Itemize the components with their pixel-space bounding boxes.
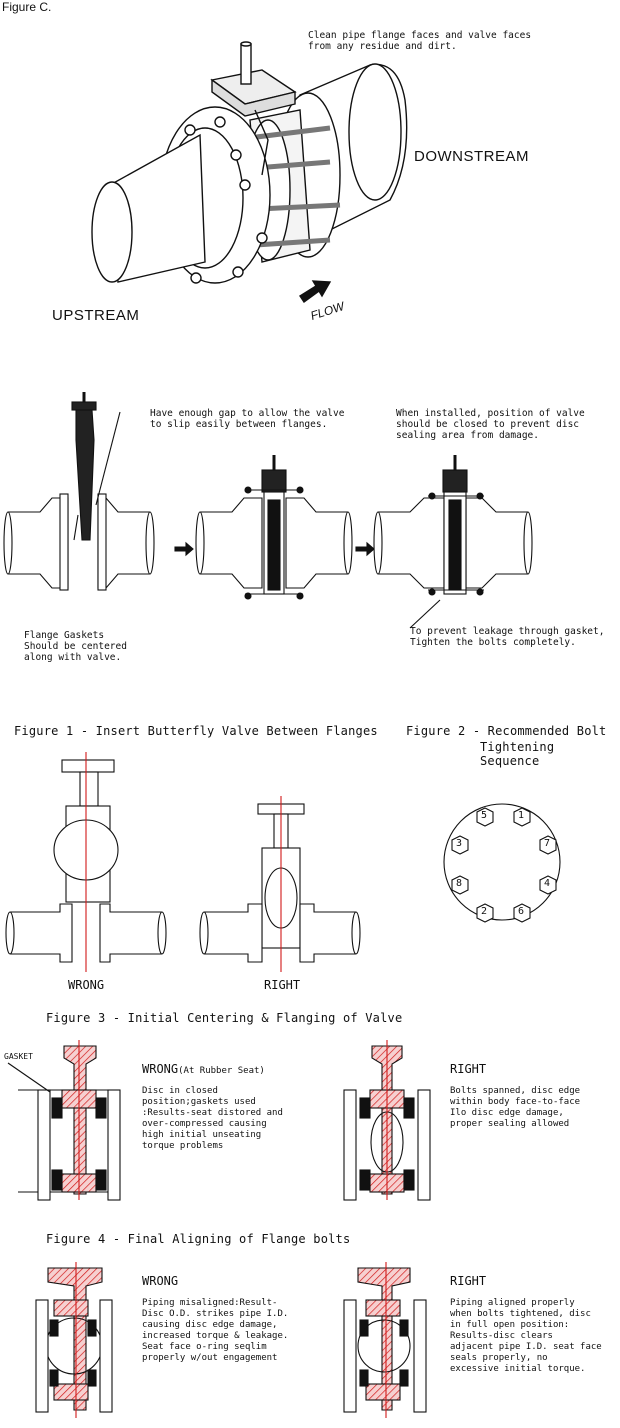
gasket-center-note: Flange Gaskets Should be centered along …: [24, 630, 127, 663]
figure4-wrong-note: Piping misaligned:Result- Disc O.D. stri…: [142, 1298, 289, 1363]
figure4-wrong-title: WRONG: [142, 1274, 179, 1288]
figure1-wrong: [5, 752, 167, 972]
figure4-right-title: RIGHT: [450, 1274, 487, 1288]
upstream-label: UPSTREAM: [52, 307, 140, 324]
figure4-caption: Figure 4 - Final Aligning of Flange bolt…: [46, 1232, 351, 1246]
bolt-number: 8: [456, 878, 463, 889]
installation-sequence: [3, 392, 533, 629]
figure4-drawings: [35, 1262, 427, 1418]
bolt-hex: [476, 807, 494, 827]
figure1-drawings: [5, 752, 361, 972]
bolt-hex: [476, 903, 494, 923]
figure3-wrong-title-text: WRONG: [142, 1062, 179, 1076]
figure2-caption-line1: Figure 2 - Recommended Bolt: [406, 724, 607, 738]
install-step-3: [373, 455, 533, 629]
figure1-wrong-label: WRONG: [68, 978, 105, 992]
figure3-right: [343, 1040, 431, 1201]
bolt-hex: [513, 807, 531, 827]
bolt-hex: [451, 835, 469, 855]
gap-note: Have enough gap to allow the valve to sl…: [150, 408, 345, 430]
figure2-caption-line2: Tightening Sequence: [480, 740, 555, 768]
bolt-hex: [539, 835, 557, 855]
figure4-right-note: Piping aligned properly when bolts tight…: [450, 1298, 602, 1374]
figure4-wrong: [35, 1262, 113, 1418]
figure4-right: [343, 1262, 427, 1418]
figure1-right-label: RIGHT: [264, 978, 301, 992]
figure3-caption: Figure 3 - Initial Centering & Flanging …: [46, 1011, 403, 1025]
gasket-label: GASKET: [4, 1052, 33, 1061]
bolt-number: 3: [456, 838, 463, 849]
figure-label: Figure C.: [2, 0, 52, 14]
tighten-bolts-note: To prevent leakage through gasket, Tight…: [410, 626, 605, 648]
figure2-bolt-circle: [443, 803, 561, 923]
bolt-hex: [513, 903, 531, 923]
figure3-right-note: Bolts spanned, disc edge within body fac…: [450, 1086, 581, 1129]
figure3-right-title: RIGHT: [450, 1062, 487, 1076]
figure3-drawings: [7, 1040, 431, 1201]
closed-position-note: When installed, position of valve should…: [396, 408, 585, 441]
downstream-label: DOWNSTREAM: [414, 148, 529, 165]
bolt-number: 7: [544, 838, 551, 849]
install-step-2: [195, 455, 353, 600]
figure3-wrong-note: Disc in closed position;gaskets used :Re…: [142, 1086, 283, 1151]
figure3-wrong-subtitle: (At Rubber Seat): [178, 1066, 265, 1076]
clean-faces-note: Clean pipe flange faces and valve faces …: [308, 30, 532, 52]
bolt-hex: [451, 875, 469, 895]
figure1-right: [199, 796, 361, 972]
bolt-hex: [539, 875, 557, 895]
figure3-wrong: [7, 1040, 121, 1201]
bolt-number: 1: [518, 810, 525, 821]
figure3-wrong-title: WRONG(At Rubber Seat): [142, 1062, 265, 1076]
bolt-number: 4: [544, 878, 551, 889]
install-step-1: [3, 392, 155, 591]
bolt-number: 2: [481, 906, 488, 917]
bolt-number: 5: [481, 810, 488, 821]
isometric-valve-assembly: [91, 41, 408, 303]
figure1-caption: Figure 1 - Insert Butterfly Valve Betwee…: [14, 724, 378, 738]
bolt-number: 6: [518, 906, 525, 917]
